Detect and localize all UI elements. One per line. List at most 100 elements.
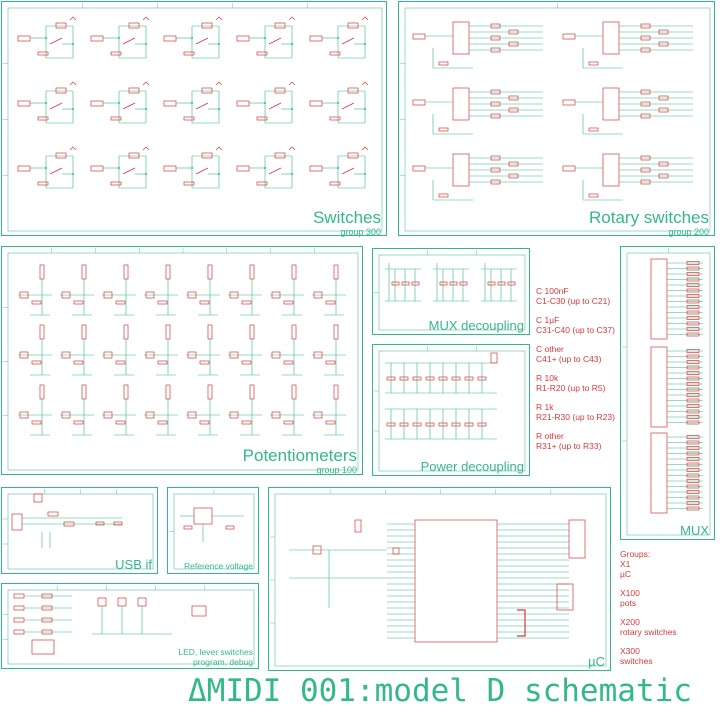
uc-title: µC bbox=[588, 654, 605, 669]
capacitor-symbol bbox=[477, 376, 487, 381]
resistor-symbol bbox=[490, 167, 501, 173]
potentiometer-symbol bbox=[103, 291, 113, 299]
resistor-symbol bbox=[41, 629, 53, 635]
junction-dot bbox=[118, 167, 120, 169]
label-box bbox=[686, 283, 700, 287]
connector-symbol bbox=[562, 33, 576, 40]
mux-decoupling-circuits bbox=[374, 250, 526, 331]
supply-arrow bbox=[215, 16, 223, 21]
capacitor-symbol bbox=[325, 420, 336, 425]
supply-arrow bbox=[142, 16, 150, 21]
junction-dot bbox=[337, 37, 339, 39]
capacitor-symbol bbox=[283, 300, 294, 305]
connector-symbol bbox=[309, 165, 323, 172]
connector-symbol bbox=[90, 165, 104, 172]
wire bbox=[341, 37, 355, 45]
label-box bbox=[686, 299, 700, 304]
connector-symbol bbox=[236, 165, 250, 172]
wire bbox=[49, 37, 63, 45]
connector-symbol bbox=[236, 100, 250, 107]
resistor-symbol bbox=[508, 95, 519, 101]
label-box bbox=[686, 393, 700, 397]
power-decoupling-circuits bbox=[374, 346, 526, 472]
potentiometers-title: Potentiometers bbox=[242, 446, 357, 465]
potentiometer-symbol bbox=[145, 291, 155, 299]
rotary-switches-circuits bbox=[400, 3, 711, 232]
label-box bbox=[686, 294, 700, 298]
label-box bbox=[686, 376, 700, 381]
sheet-border bbox=[378, 350, 526, 472]
wire bbox=[122, 167, 136, 175]
capacitor-symbol bbox=[449, 281, 458, 286]
junction-dot bbox=[337, 102, 339, 104]
junction-dot bbox=[291, 173, 293, 175]
junction-dot bbox=[364, 43, 366, 45]
label-box bbox=[686, 360, 700, 364]
sheet-border bbox=[7, 252, 359, 471]
capacitor-symbol bbox=[438, 127, 449, 132]
potentiometer-symbol bbox=[145, 351, 155, 359]
label-box bbox=[686, 371, 700, 375]
capacitor-symbol bbox=[115, 360, 126, 365]
rotary-switch-symbol bbox=[452, 153, 470, 187]
junction-dot bbox=[45, 37, 47, 39]
mux-decoupling-title: MUX decoupling bbox=[428, 318, 524, 333]
capacitor-symbol bbox=[451, 422, 461, 427]
junction-dot bbox=[264, 37, 266, 39]
label-box bbox=[686, 501, 700, 505]
junction-dot bbox=[364, 108, 366, 110]
potentiometer-symbol bbox=[187, 351, 197, 359]
capacitor-symbol bbox=[588, 127, 599, 132]
switches-sheet: Switches group 300 bbox=[1, 1, 387, 237]
uc-circuits bbox=[270, 489, 607, 667]
potentiometer-symbol bbox=[123, 324, 129, 340]
resistor-symbol bbox=[201, 22, 213, 29]
resistor-symbol bbox=[640, 47, 651, 53]
legend-item-line1: C 1µF bbox=[536, 315, 560, 325]
resistor-symbol bbox=[201, 152, 213, 159]
resistor-symbol bbox=[41, 617, 53, 623]
resistor-symbol bbox=[508, 29, 519, 35]
rotary-switch-symbol bbox=[602, 87, 620, 121]
wire bbox=[341, 102, 355, 110]
connector-symbol bbox=[90, 100, 104, 107]
capacitor-symbol bbox=[438, 193, 449, 198]
capacitor-symbol bbox=[31, 360, 42, 365]
junction-dot bbox=[191, 167, 193, 169]
connector-symbol bbox=[17, 35, 31, 42]
junction-dot bbox=[191, 102, 193, 104]
label-box bbox=[686, 398, 700, 403]
potentiometers-group: group 100 bbox=[316, 465, 357, 475]
capacitor-symbol bbox=[283, 420, 294, 425]
switches-circuits bbox=[3, 3, 383, 232]
connector-symbol bbox=[412, 33, 426, 40]
potentiometer-symbol bbox=[229, 411, 239, 419]
supply-arrow bbox=[69, 146, 77, 151]
sheet-border bbox=[7, 589, 255, 665]
test-point-symbol bbox=[392, 547, 400, 555]
resistor-symbol bbox=[274, 152, 286, 159]
supply-arrow bbox=[69, 16, 77, 21]
label-box bbox=[686, 409, 700, 414]
resistor-symbol bbox=[55, 22, 67, 29]
capacitor-symbol bbox=[256, 116, 268, 121]
resistor-symbol bbox=[490, 47, 501, 53]
label-box bbox=[686, 277, 700, 282]
capacitor-symbol bbox=[31, 420, 42, 425]
supply-arrow bbox=[215, 81, 223, 86]
capacitor-symbol bbox=[183, 181, 195, 186]
label-box bbox=[686, 420, 700, 425]
mux-ic-symbol bbox=[650, 346, 668, 428]
potentiometer-symbol bbox=[81, 324, 87, 340]
resistor-symbol bbox=[128, 152, 140, 159]
capacitor-symbol bbox=[497, 281, 506, 286]
supply-arrow bbox=[215, 146, 223, 151]
potentiometer-symbol bbox=[19, 411, 29, 419]
capacitor-symbol bbox=[438, 61, 449, 66]
legend-item-line2: C1-C30 (up to C21) bbox=[536, 296, 611, 306]
usb-title: USB if bbox=[115, 557, 152, 572]
connector-symbol bbox=[412, 165, 426, 172]
potentiometers-sheet: Potentiometers group 100 bbox=[1, 246, 363, 475]
potentiometer-symbol bbox=[313, 411, 323, 419]
